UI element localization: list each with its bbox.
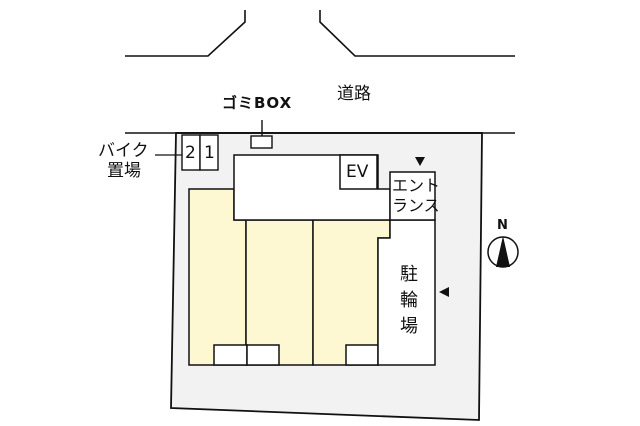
unit-2: [245, 219, 314, 366]
bike-parking-label-line2: 置場: [107, 161, 141, 181]
garbage-box: [250, 135, 273, 149]
unit-2-box: [246, 344, 280, 366]
elevator-box: [339, 154, 378, 190]
unit-1-box: [213, 344, 248, 366]
elevator-label: EV: [346, 162, 369, 182]
bicycle-parking-label: 駐輪場: [400, 264, 418, 337]
bike-slot-2-label: 2: [185, 143, 196, 163]
road-outline: [125, 10, 515, 134]
north-label: N: [497, 218, 508, 233]
garbage-box-label: ゴミBOX: [222, 94, 293, 112]
bike-parking-label-line1: バイク: [98, 141, 149, 161]
bike-slot-1-label: 1: [204, 143, 215, 163]
north-arrow-icon: [487, 236, 519, 268]
entrance-label: エント ランス: [392, 176, 441, 215]
bicycle-arrow-icon: [439, 287, 449, 297]
entrance-box: [389, 171, 436, 221]
road-label: 道路: [337, 84, 371, 104]
bike-slot-1: [199, 134, 219, 171]
entrance-arrow-icon: [415, 157, 425, 166]
unit-3-box: [345, 344, 379, 366]
residential-units: [188, 188, 391, 366]
